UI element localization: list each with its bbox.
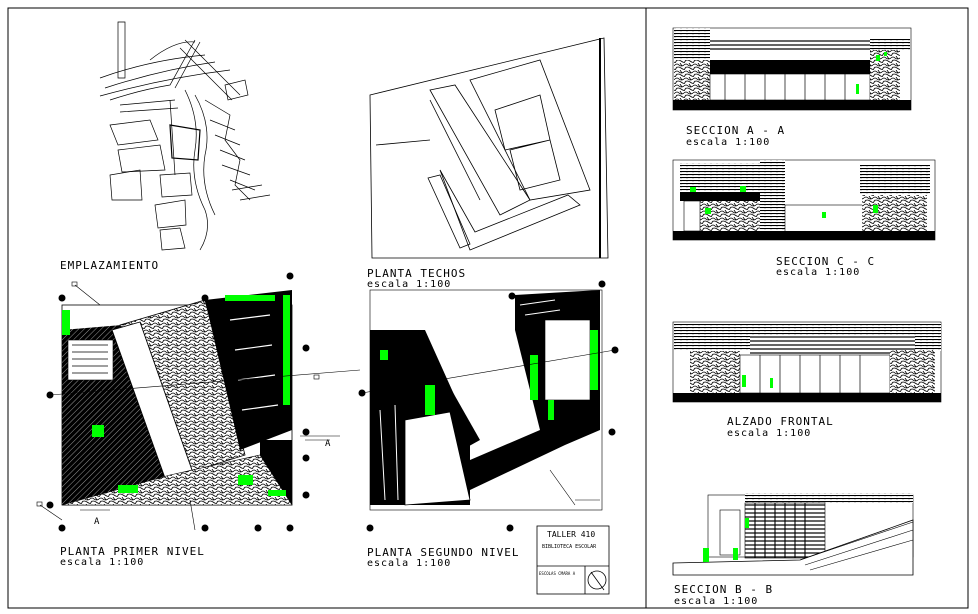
alzado-frontal-title: ALZADO FRONTAL [727,415,834,428]
second-floor-plan [358,280,619,532]
title-block [536,525,610,595]
seccion-cc-title: SECCION C - C [776,255,876,268]
alzado-frontal-scale: escala 1:100 [727,428,812,439]
seccion-bb-scale: escala 1:100 [674,596,759,607]
planta-segundo-nivel-scale: escala 1:100 [367,558,452,569]
title-block-line3: ESCOLAS CMARA A [539,571,576,576]
planta-primer-nivel-scale: escala 1:100 [60,557,145,568]
planta-segundo-nivel-title: PLANTA SEGUNDO NIVEL [367,546,520,559]
section-marker-a-right: A [325,439,331,449]
sheet-border [7,7,969,609]
planta-techos-scale: escala 1:100 [367,279,452,290]
first-floor-plan [36,272,361,532]
roof-plan [369,37,609,259]
site-plan [99,21,271,251]
title-block-line2: BIBLIOTECA ESCOLAR [542,544,597,550]
seccion-aa-title: SECCION A - A [686,124,786,137]
section-bb-drawing [672,493,914,576]
section-marker-a-lower: A [94,517,100,527]
section-aa-drawing [672,27,912,111]
planta-techos-title: PLANTA TECHOS [367,267,467,280]
planta-primer-nivel-title: PLANTA PRIMER NIVEL [60,545,205,558]
seccion-aa-scale: escala 1:100 [686,137,771,148]
section-cc-drawing [672,159,936,241]
seccion-cc-scale: escala 1:100 [776,267,861,278]
seccion-bb-title: SECCION B - B [674,583,774,596]
title-block-line1: TALLER 410 [547,530,596,539]
emplazamiento-title: EMPLAZAMIENTO [60,259,160,272]
front-elevation-drawing [672,321,942,403]
